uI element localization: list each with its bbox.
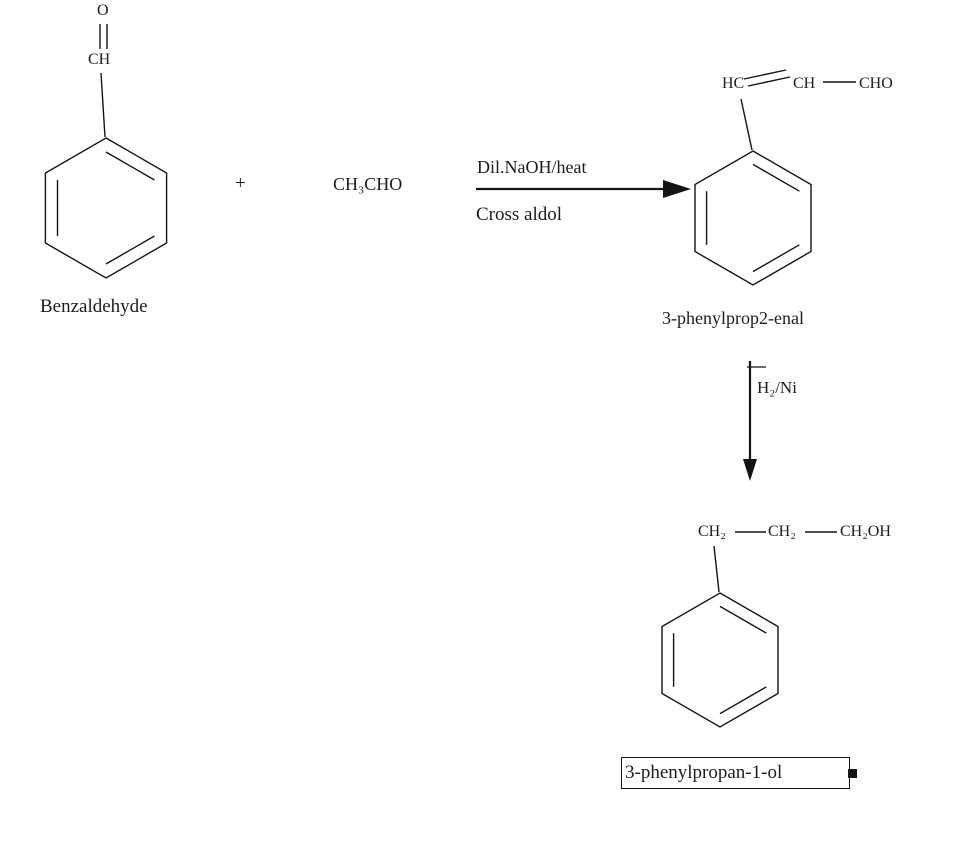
vinyl-double-bond-line-2 [743,69,787,80]
arrow-1-head [663,180,691,198]
product1-hc-group: HC [722,75,745,92]
acetaldehyde-formula: CH₃CHO [333,174,403,194]
benzaldehyde-structure [44,24,168,279]
benzene-ring [694,150,812,286]
vinyl-double-bond-line-1 [747,76,791,87]
benzene-ring [661,592,779,728]
ring-inner-bond-2 [719,686,767,715]
benzaldehyde-name-label: Benzaldehyde [40,296,148,317]
product1-ch-group: CH [793,75,816,92]
hc-to-ring-bond [740,98,753,151]
ring-inner-bond-1 [105,151,155,181]
benzene-ring [44,137,168,279]
step2-conditions-label: H₂/Ni [757,378,797,397]
product2-ch2-group-2: CH₂ [768,523,796,540]
product2-structure [661,531,837,728]
arrow-2-head [743,459,757,481]
ch2-to-ring-bond [713,545,720,593]
product2-ch2oh-group: CH₂OH [840,523,891,540]
selection-handle[interactable] [848,769,857,778]
reaction-arrow-1 [476,180,691,198]
product1-cho-group: CHO [859,75,893,92]
benzaldehyde-oxygen-atom: O [97,2,109,19]
product1-name-label: 3-phenylprop2-enal [662,308,804,328]
plus-operator: + [235,173,246,194]
step1-conditions-label: Dil.NaOH/heat [477,157,587,177]
ring-inner-bond-1 [719,605,767,634]
step1-type-label: Cross aldol [476,204,563,225]
product1-structure [694,69,856,286]
benzaldehyde-cho-group: CH [88,51,111,68]
ring-inner-bond-2 [105,235,155,265]
ring-inner-bond-2 [752,244,800,273]
ring-inner-bond-1 [752,163,800,192]
product2-name-label: 3-phenylpropan-1-ol [625,762,783,783]
product2-name-box[interactable]: 3-phenylpropan-1-ol [621,757,850,789]
cho-to-ring-bond [100,72,106,138]
product2-ch2-group-1: CH₂ [698,523,726,540]
reaction-arrow-2 [743,361,766,481]
